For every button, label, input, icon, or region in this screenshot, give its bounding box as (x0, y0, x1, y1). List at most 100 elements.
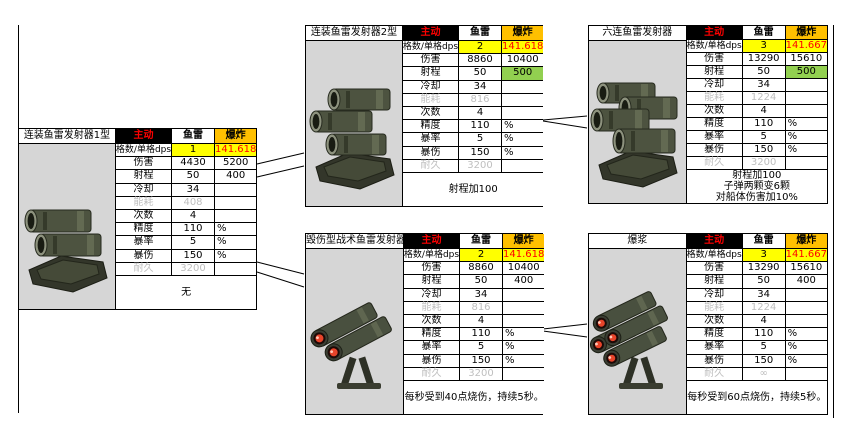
stat-explosion-value[interactable] (502, 80, 544, 94)
stat-torpedo-value[interactable]: 150 (459, 146, 502, 160)
stat-label[interactable]: 耐久 (686, 157, 743, 170)
stat-explosion-value[interactable]: % (502, 120, 544, 134)
stat-label[interactable]: 射程 (686, 275, 743, 289)
stat-torpedo-value[interactable]: 50 (742, 66, 786, 79)
stat-label[interactable]: 冷却 (686, 288, 743, 302)
weapon-title[interactable]: 六连鱼雷发射器 (589, 26, 686, 41)
slots-value[interactable]: 3 (742, 249, 786, 263)
stat-label[interactable]: 能耗 (403, 93, 459, 107)
dps-value[interactable]: 141.667 (785, 40, 827, 53)
header-explosion[interactable]: 爆炸 (215, 129, 257, 144)
stat-torpedo-value[interactable]: 3200 (172, 262, 215, 276)
stat-explosion-value[interactable] (502, 93, 544, 107)
stat-explosion-value[interactable] (502, 159, 544, 173)
stat-explosion-value[interactable]: % (785, 354, 827, 368)
stat-explosion-value[interactable]: % (503, 341, 545, 355)
stat-torpedo-value[interactable]: 110 (742, 328, 786, 342)
slots-dps-label[interactable]: 格数/单格dps (116, 144, 172, 158)
stat-label[interactable]: 耐久 (404, 367, 460, 381)
stat-torpedo-value[interactable]: 50 (459, 67, 502, 81)
stat-label[interactable]: 伤害 (404, 262, 460, 276)
stat-label[interactable]: 耐久 (116, 262, 172, 276)
stat-torpedo-value[interactable]: 408 (172, 196, 215, 210)
stat-explosion-value[interactable]: 15610 (785, 53, 827, 66)
stat-torpedo-value[interactable]: 4 (742, 105, 786, 118)
stat-torpedo-value[interactable]: 4 (459, 106, 502, 121)
stat-label[interactable]: 射程 (686, 66, 743, 79)
stat-label[interactable]: 冷却 (403, 80, 459, 94)
stat-label[interactable]: 伤害 (116, 157, 172, 171)
stat-torpedo-value[interactable]: 4 (742, 314, 786, 329)
stat-label[interactable]: 冷却 (404, 288, 460, 302)
stat-explosion-value[interactable] (503, 367, 545, 381)
stat-torpedo-value[interactable]: 150 (742, 144, 786, 157)
stat-torpedo-value[interactable]: 34 (459, 80, 502, 94)
stat-label[interactable]: 射程 (116, 170, 172, 184)
dps-value[interactable]: 141.618 (215, 144, 257, 158)
stat-label[interactable]: 精度 (404, 328, 460, 342)
slots-dps-label[interactable]: 格数/单格dps (687, 249, 743, 263)
stat-explosion-value[interactable] (785, 105, 827, 118)
stat-torpedo-value[interactable]: 150 (460, 354, 503, 368)
stat-torpedo-value[interactable]: 34 (172, 183, 215, 197)
stat-explosion-value[interactable]: % (215, 236, 257, 250)
stat-label[interactable]: 暴率 (116, 236, 172, 250)
stat-label[interactable]: 暴率 (403, 133, 459, 147)
stat-torpedo-value[interactable]: 5 (742, 341, 786, 355)
stat-label[interactable]: 暴伤 (116, 249, 172, 263)
weapon-note[interactable]: 每秒受到60点烧伤，持续5秒。 (686, 380, 827, 414)
stat-explosion-value[interactable]: % (785, 144, 827, 157)
stat-explosion-value[interactable]: 5200 (215, 157, 257, 171)
stat-label[interactable]: 精度 (116, 223, 172, 237)
stat-label[interactable]: 能耗 (686, 92, 743, 105)
stat-explosion-value[interactable] (785, 288, 827, 302)
weapon-note[interactable]: 无 (116, 275, 257, 309)
stat-label[interactable]: 暴伤 (686, 354, 743, 368)
stat-torpedo-value[interactable]: 816 (460, 301, 503, 315)
stat-label[interactable]: 次数 (116, 209, 172, 224)
stat-label[interactable]: 暴伤 (404, 354, 460, 368)
stat-explosion-value[interactable]: 15610 (785, 262, 827, 276)
header-explosion[interactable]: 爆炸 (502, 26, 544, 41)
stat-torpedo-value[interactable]: 13290 (742, 262, 786, 276)
stat-explosion-value[interactable] (785, 314, 827, 329)
stat-torpedo-value[interactable]: 5 (459, 133, 502, 147)
stat-label[interactable]: 次数 (686, 105, 743, 118)
stat-torpedo-value[interactable]: 150 (172, 249, 215, 263)
header-active[interactable]: 主动 (404, 234, 460, 249)
stat-explosion-value[interactable]: % (215, 223, 257, 237)
stat-label[interactable]: 伤害 (686, 262, 743, 276)
stat-torpedo-value[interactable]: 3200 (460, 367, 503, 381)
stat-label[interactable]: 冷却 (116, 183, 172, 197)
slots-value[interactable]: 2 (459, 41, 502, 55)
stat-torpedo-value[interactable]: 5 (742, 131, 786, 144)
stat-explosion-value[interactable] (503, 301, 545, 315)
stat-label[interactable]: 精度 (686, 118, 743, 131)
stat-torpedo-value[interactable]: 110 (460, 328, 503, 342)
weapon-title[interactable]: 毁伤型战术鱼雷发射器 (306, 234, 403, 249)
stat-explosion-value[interactable] (785, 301, 827, 315)
stat-explosion-value[interactable]: 400 (503, 275, 545, 289)
header-explosion[interactable]: 爆炸 (785, 26, 827, 40)
stat-explosion-value[interactable]: % (785, 341, 827, 355)
dps-value[interactable]: 141.618 (503, 249, 545, 263)
stat-label[interactable]: 能耗 (686, 301, 743, 315)
stat-explosion-value[interactable] (503, 288, 545, 302)
stat-explosion-value[interactable]: 400 (215, 170, 257, 184)
stat-explosion-value[interactable]: 10400 (502, 54, 544, 68)
weapon-title[interactable]: 连装鱼雷发射器2型 (306, 26, 402, 41)
stat-torpedo-value[interactable]: 4 (460, 314, 503, 329)
stat-label[interactable]: 伤害 (403, 54, 459, 68)
stat-explosion-value[interactable] (785, 367, 827, 381)
weapon-title[interactable]: 爆浆 (589, 234, 686, 249)
stat-explosion-value[interactable] (785, 157, 827, 170)
stat-explosion-value[interactable]: 500 (785, 66, 827, 79)
header-torpedo[interactable]: 鱼雷 (742, 234, 786, 249)
stat-torpedo-value[interactable]: 3200 (459, 159, 502, 173)
header-active[interactable]: 主动 (686, 26, 743, 40)
weapon-note[interactable]: 射程加100 (403, 172, 544, 206)
stat-explosion-value[interactable]: % (502, 133, 544, 147)
header-active[interactable]: 主动 (403, 26, 459, 41)
slots-dps-label[interactable]: 格数/单格dps (686, 40, 743, 53)
